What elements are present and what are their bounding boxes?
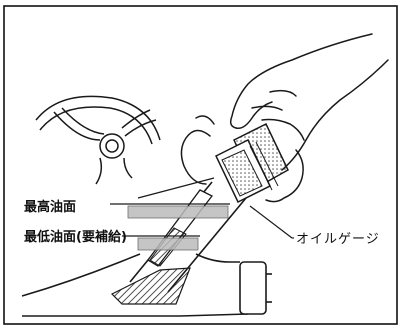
min-oil-level-label: 最低油面(要補給) <box>24 230 127 245</box>
max-oil-level-label: 最高油面 <box>24 200 77 215</box>
engine-oil-hatched <box>110 267 191 305</box>
oil-gauge-label: オイルゲージ <box>296 232 380 247</box>
filler-neck <box>129 177 247 293</box>
oil-gauge-stick <box>147 189 213 267</box>
figure-frame <box>3 5 398 325</box>
oil-gauge-cap <box>215 122 289 204</box>
engine-body <box>21 253 272 317</box>
level-bands <box>110 203 230 251</box>
hand-illustration <box>180 33 389 203</box>
gauge-leader-line <box>249 205 293 239</box>
steering-wheel-illustration <box>35 95 161 185</box>
